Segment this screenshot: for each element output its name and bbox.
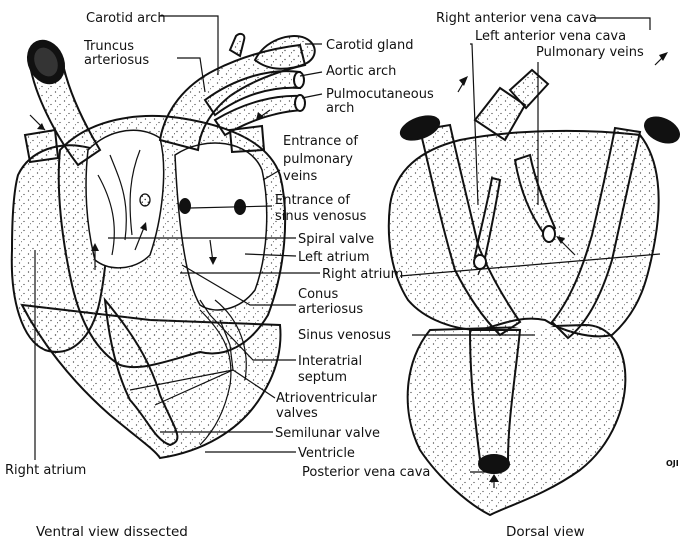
label-ventricle: Ventricle <box>298 446 355 461</box>
label-entrance-of-sinus: Entrance of <box>275 193 350 208</box>
label-truncus-arteriosus: arteriosus <box>84 53 149 68</box>
label-posterior-vena-cava: Posterior vena cava <box>302 465 430 480</box>
label-sinus-venosus: Sinus venosus <box>298 328 391 343</box>
posterior-vena-cava-opening <box>479 455 509 473</box>
carotid-gland-shape <box>255 36 315 69</box>
label-carotid-gland: Carotid gland <box>326 38 413 53</box>
label-atrioventricular: Atrioventricular <box>276 391 378 406</box>
label-right-anterior-vena-cava: Right anterior vena cava <box>436 11 597 26</box>
label-entrance-of-pulmonary: Entrance of <box>283 134 358 149</box>
right-vena-cava-opening <box>641 112 683 147</box>
carotid-arch-stub <box>230 34 244 56</box>
label-pulmocutaneous-arch: arch <box>326 101 354 116</box>
label-pulmonary-veins: Pulmonary veins <box>536 45 644 60</box>
label-truncus: Truncus <box>83 39 134 54</box>
label-interatrial: Interatrial <box>298 354 362 369</box>
label-right-atrium-lower: Right atrium <box>5 463 86 478</box>
label-carotid-arch: Carotid arch <box>86 11 166 26</box>
label-spiral-valve: Spiral valve <box>298 232 374 247</box>
sinus-venosus-entrance-hole <box>179 198 191 214</box>
dorsal-view-drawing <box>389 52 683 515</box>
label-atrioventricular-valves: valves <box>276 406 318 421</box>
aortic-opening <box>294 72 304 88</box>
label-pulmonary: pulmonary <box>283 152 353 167</box>
label-left-atrium: Left atrium <box>298 250 370 265</box>
label-conus: Conus <box>298 287 339 302</box>
caption-ventral-view: Ventral view dissected <box>36 524 188 540</box>
label-sinus-venosus-entrance: sinus venosus <box>275 209 367 224</box>
caption-dorsal-view: Dorsal view <box>506 524 585 540</box>
label-veins: veins <box>283 169 318 184</box>
label-left-anterior-vena-cava: Left anterior vena cava <box>475 29 626 44</box>
label-conus-arteriosus: arteriosus <box>298 302 363 317</box>
artist-signature: OJI <box>666 459 679 468</box>
label-pulmocutaneous: Pulmocutaneous <box>326 87 434 102</box>
label-right-atrium: Right atrium <box>322 267 403 282</box>
label-interatrial-septum: septum <box>298 370 347 385</box>
label-aortic-arch: Aortic arch <box>326 64 396 79</box>
label-semilunar-valve: Semilunar valve <box>275 426 380 441</box>
